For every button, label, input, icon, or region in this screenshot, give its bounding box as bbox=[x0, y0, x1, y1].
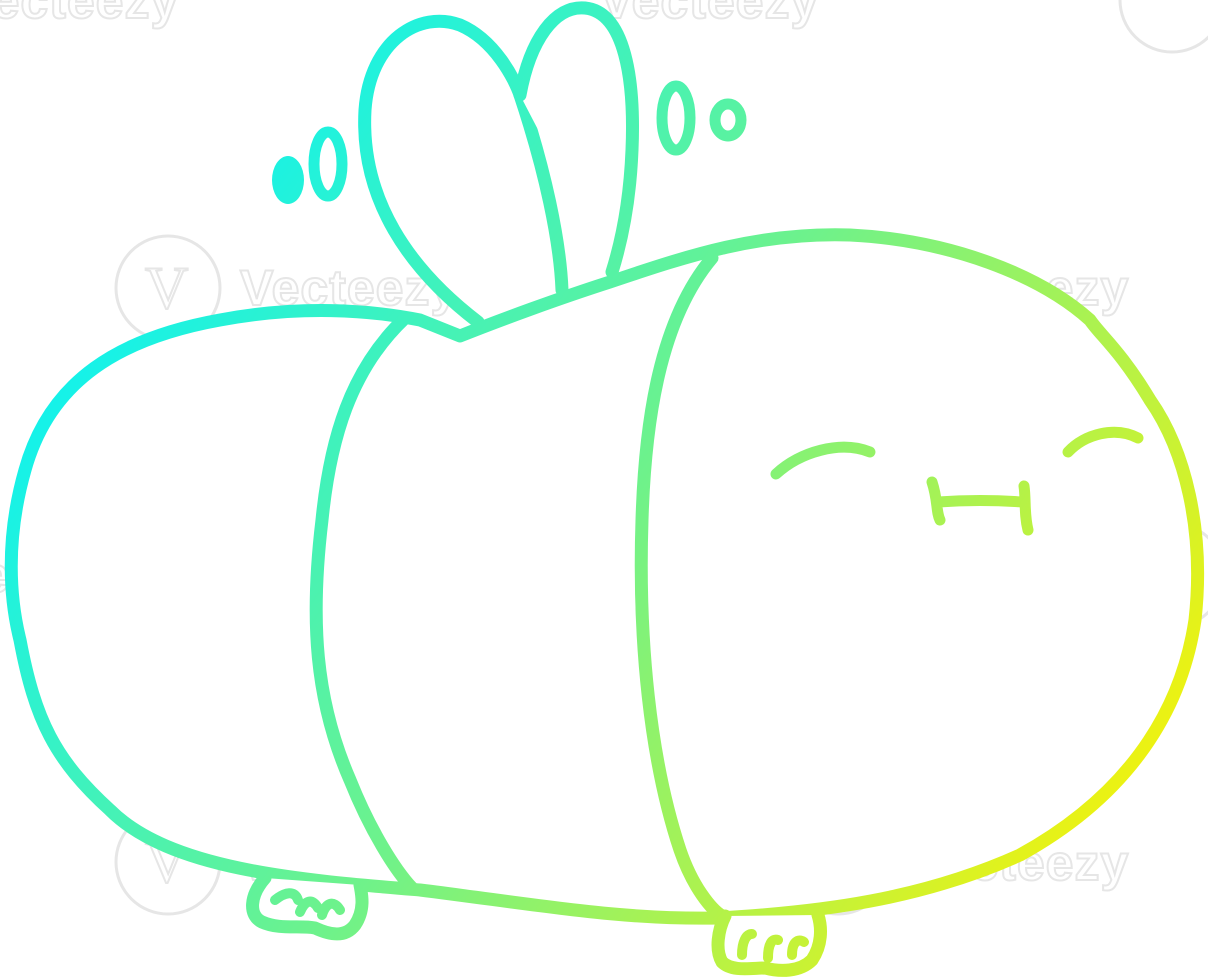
right-wing bbox=[513, 1, 639, 279]
left-eye bbox=[770, 441, 876, 480]
watermark-8: Vecteezy Vecteezy bbox=[0, 0, 1208, 54]
right-eye bbox=[1062, 426, 1144, 458]
svg-text:V: V bbox=[145, 255, 188, 321]
svg-text:Vecteezy: Vecteezy bbox=[600, 0, 819, 29]
bee-face bbox=[770, 426, 1144, 536]
svg-text:Vecteezy: Vecteezy bbox=[0, 0, 179, 29]
bee-body bbox=[4, 228, 1205, 925]
body-stripes bbox=[309, 251, 729, 923]
left-wing bbox=[358, 14, 569, 329]
feet bbox=[246, 871, 827, 977]
left-foot-toes bbox=[270, 888, 345, 920]
mouth bbox=[926, 476, 1034, 536]
stripe-right bbox=[634, 251, 729, 923]
motion-marks bbox=[272, 80, 747, 204]
motion-dot-left-large bbox=[308, 126, 348, 202]
right-foot-toes bbox=[737, 929, 809, 963]
motion-dot-right-large bbox=[656, 80, 696, 156]
motion-dot-left-small bbox=[272, 156, 304, 204]
wings bbox=[358, 1, 639, 329]
stripe-left bbox=[309, 311, 419, 895]
motion-dot-right-small bbox=[709, 98, 747, 142]
